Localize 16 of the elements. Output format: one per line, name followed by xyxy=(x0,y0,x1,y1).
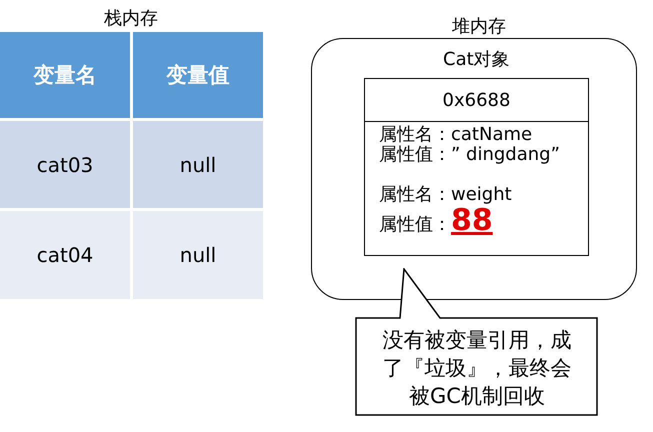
attribute-box xyxy=(364,121,589,256)
heap-title: 堆内存 xyxy=(452,15,506,38)
object-title: Cat对象 xyxy=(443,48,510,71)
attribute-text: 属性值：” dingdang” xyxy=(379,145,561,165)
callout-text: 没有被变量引用，成了『垃圾』，最终会被GC机制回收 xyxy=(382,327,572,410)
header-cell: 变量值 xyxy=(133,32,263,118)
attribute-text: 属性名：catName xyxy=(379,125,534,145)
table-cell: cat04 xyxy=(0,211,130,299)
table-cell: null xyxy=(133,121,263,208)
speech-bubble xyxy=(355,268,598,416)
header-cell: 变量名 xyxy=(0,32,130,118)
address-text: 0x6688 xyxy=(442,90,510,110)
table-cell: null xyxy=(133,211,263,299)
attribute-text: 属性名：weight xyxy=(379,185,513,205)
table-title: 栈内存 xyxy=(104,7,158,30)
table-cell: cat03 xyxy=(0,121,130,208)
